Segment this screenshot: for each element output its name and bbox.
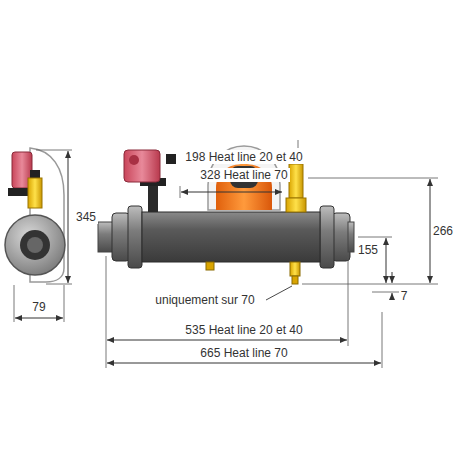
- dimension-label: 535 Heat line 20 et 40: [183, 323, 304, 337]
- dimension-label: 79: [30, 300, 47, 314]
- dimension-label: 665 Heat line 70: [198, 346, 289, 360]
- dimension-label: 7: [399, 289, 410, 303]
- dimension-label: 266: [431, 224, 455, 238]
- dimension-label: 155: [356, 243, 380, 257]
- dimension-label: 328 Heat line 70: [198, 168, 289, 182]
- note-label: uniquement sur 70: [153, 293, 256, 307]
- dimension-label: 198 Heat line 20 et 40: [183, 150, 304, 164]
- dimension-label: 345: [74, 210, 98, 224]
